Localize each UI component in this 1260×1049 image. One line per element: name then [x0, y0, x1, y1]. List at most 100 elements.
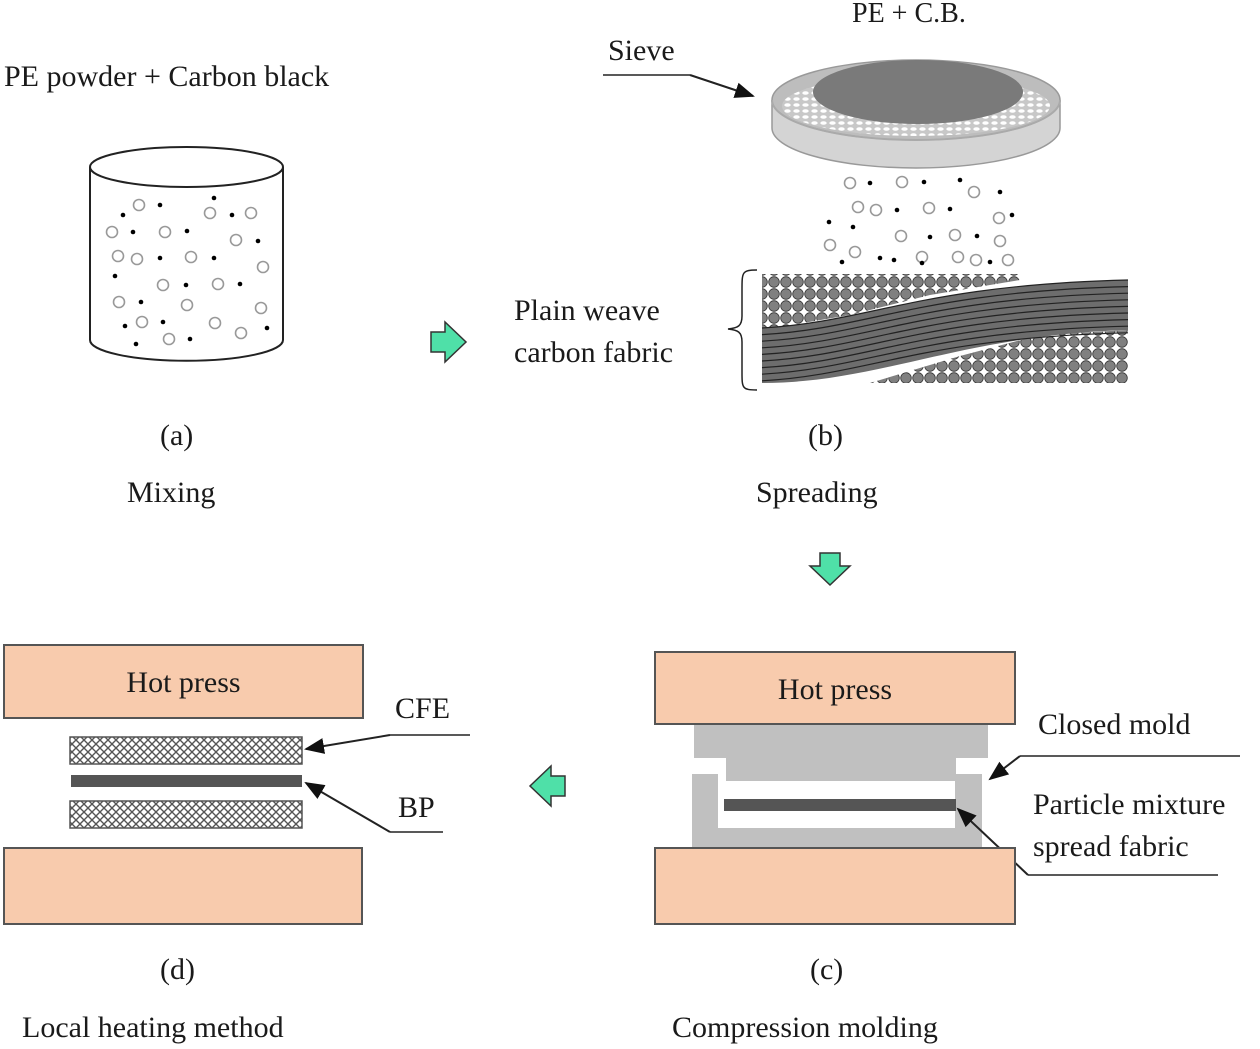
carbon-black-particle — [894, 207, 900, 213]
hot-press-bottom-d — [3, 847, 363, 925]
flow-arrow-left-icon — [528, 764, 566, 808]
carbon-black-particle — [867, 180, 873, 186]
mixture-pointer-arrow — [956, 807, 1029, 876]
carbon-black-particle — [160, 319, 166, 325]
carbon-black-particle — [157, 202, 163, 208]
pe-particle — [254, 301, 268, 315]
pe-particle — [130, 252, 144, 266]
pe-particle — [951, 250, 965, 264]
cfe-label: CFE — [395, 692, 451, 725]
fabric-yarn-line — [761, 279, 1129, 329]
pe-particle — [823, 238, 837, 252]
pe-particle — [967, 185, 981, 199]
fabric-yarn-line — [761, 332, 1129, 382]
panel-b-letter: (b) — [808, 419, 843, 452]
particle-mixture-fabric-layer — [724, 799, 956, 811]
hot-press-top-d: Hot press — [3, 644, 364, 719]
mold-pointer-arrow — [988, 755, 1021, 781]
pe-particle — [105, 225, 119, 239]
pe-particle — [111, 249, 125, 263]
falling-particles — [823, 175, 1015, 267]
hot-press-top-c: Hot press — [654, 651, 1016, 725]
carbon-black-particle — [122, 323, 128, 329]
sieve-icon — [771, 59, 1061, 169]
carbon-black-particle — [130, 229, 136, 235]
panel-a-header: PE powder + Carbon black — [4, 60, 330, 93]
fabric-yarn-line — [761, 312, 1129, 362]
pe-particle — [895, 175, 909, 189]
carbon-black-particle — [974, 233, 980, 239]
sieve-label: Sieve — [608, 34, 675, 67]
carbon-black-particle — [120, 212, 126, 218]
bp-layer — [71, 775, 302, 787]
pe-particle — [894, 229, 908, 243]
pe-particle — [1001, 253, 1015, 267]
pe-particle — [156, 278, 170, 292]
mixture-label-line1: Particle mixture — [1033, 788, 1226, 821]
carbon-black-particle — [877, 255, 883, 261]
fabric-yarn-line — [761, 319, 1129, 369]
flow-arrow-down-icon — [808, 552, 852, 587]
pe-particle — [208, 316, 222, 330]
mixing-particles — [105, 195, 270, 347]
bp-label: BP — [398, 791, 435, 824]
pe-particle — [234, 326, 248, 340]
bp-pointer-arrow — [304, 781, 391, 833]
pe-particle — [135, 315, 149, 329]
pe-particle — [922, 201, 936, 215]
mixture-label-line2: spread fabric — [1033, 830, 1189, 863]
carbon-black-particle — [850, 224, 856, 230]
pe-particle — [211, 277, 225, 291]
carbon-black-particle — [891, 257, 897, 263]
carbon-black-particle — [957, 177, 963, 183]
panel-c-caption: Compression molding — [672, 1011, 938, 1044]
carbon-black-particle — [112, 273, 118, 279]
carbon-fabric-illustration — [761, 274, 1129, 383]
pe-particle — [843, 176, 857, 190]
pe-particle — [158, 225, 172, 239]
fabric-bracket — [727, 269, 758, 391]
carbon-black-particle — [997, 189, 1003, 195]
pe-particle — [112, 295, 126, 309]
carbon-black-particle — [138, 299, 144, 305]
pe-particle — [162, 332, 176, 346]
hot-press-label-c: Hot press — [777, 673, 893, 706]
fabric-label-line1: Plain weave — [514, 294, 660, 327]
hot-press-label-d: Hot press — [126, 666, 241, 699]
cfe-layer-bottom — [69, 800, 303, 829]
fabric-yarn-line — [761, 305, 1129, 355]
panel-a-letter: (a) — [160, 419, 194, 452]
carbon-black-particle — [264, 325, 270, 331]
carbon-black-particle — [947, 206, 953, 212]
cfe-pointer-arrow — [304, 734, 391, 754]
carbon-black-particle — [987, 259, 993, 265]
sieve-pointer-arrow — [689, 74, 755, 98]
carbon-black-particle — [826, 219, 832, 225]
fabric-yarn-line — [761, 286, 1129, 336]
closed-mold — [692, 725, 988, 848]
closed-mold-label: Closed mold — [1038, 708, 1191, 741]
panel-a-caption: Mixing — [127, 476, 216, 509]
pe-particle — [256, 260, 270, 274]
fabric-label-line2: carbon fabric — [514, 336, 674, 369]
pe-particle — [244, 206, 258, 220]
mixing-container — [89, 146, 284, 362]
carbon-black-particle — [927, 234, 933, 240]
carbon-black-particle — [133, 341, 139, 347]
carbon-black-particle — [839, 259, 845, 265]
panel-b-header: PE + C.B. — [852, 0, 966, 29]
pe-particle — [203, 206, 217, 220]
carbon-black-particle — [187, 336, 193, 342]
pe-particle — [948, 228, 962, 242]
carbon-black-particle — [919, 260, 925, 266]
carbon-black-particle — [211, 195, 217, 201]
hot-press-bottom-c — [654, 847, 1016, 925]
carbon-black-particle — [157, 255, 163, 261]
pe-particle — [229, 233, 243, 247]
carbon-black-particle — [1009, 212, 1015, 218]
pe-particle — [993, 234, 1007, 248]
carbon-black-particle — [183, 282, 189, 288]
fabric-yarn-line — [761, 325, 1129, 375]
pe-particle — [851, 200, 865, 214]
